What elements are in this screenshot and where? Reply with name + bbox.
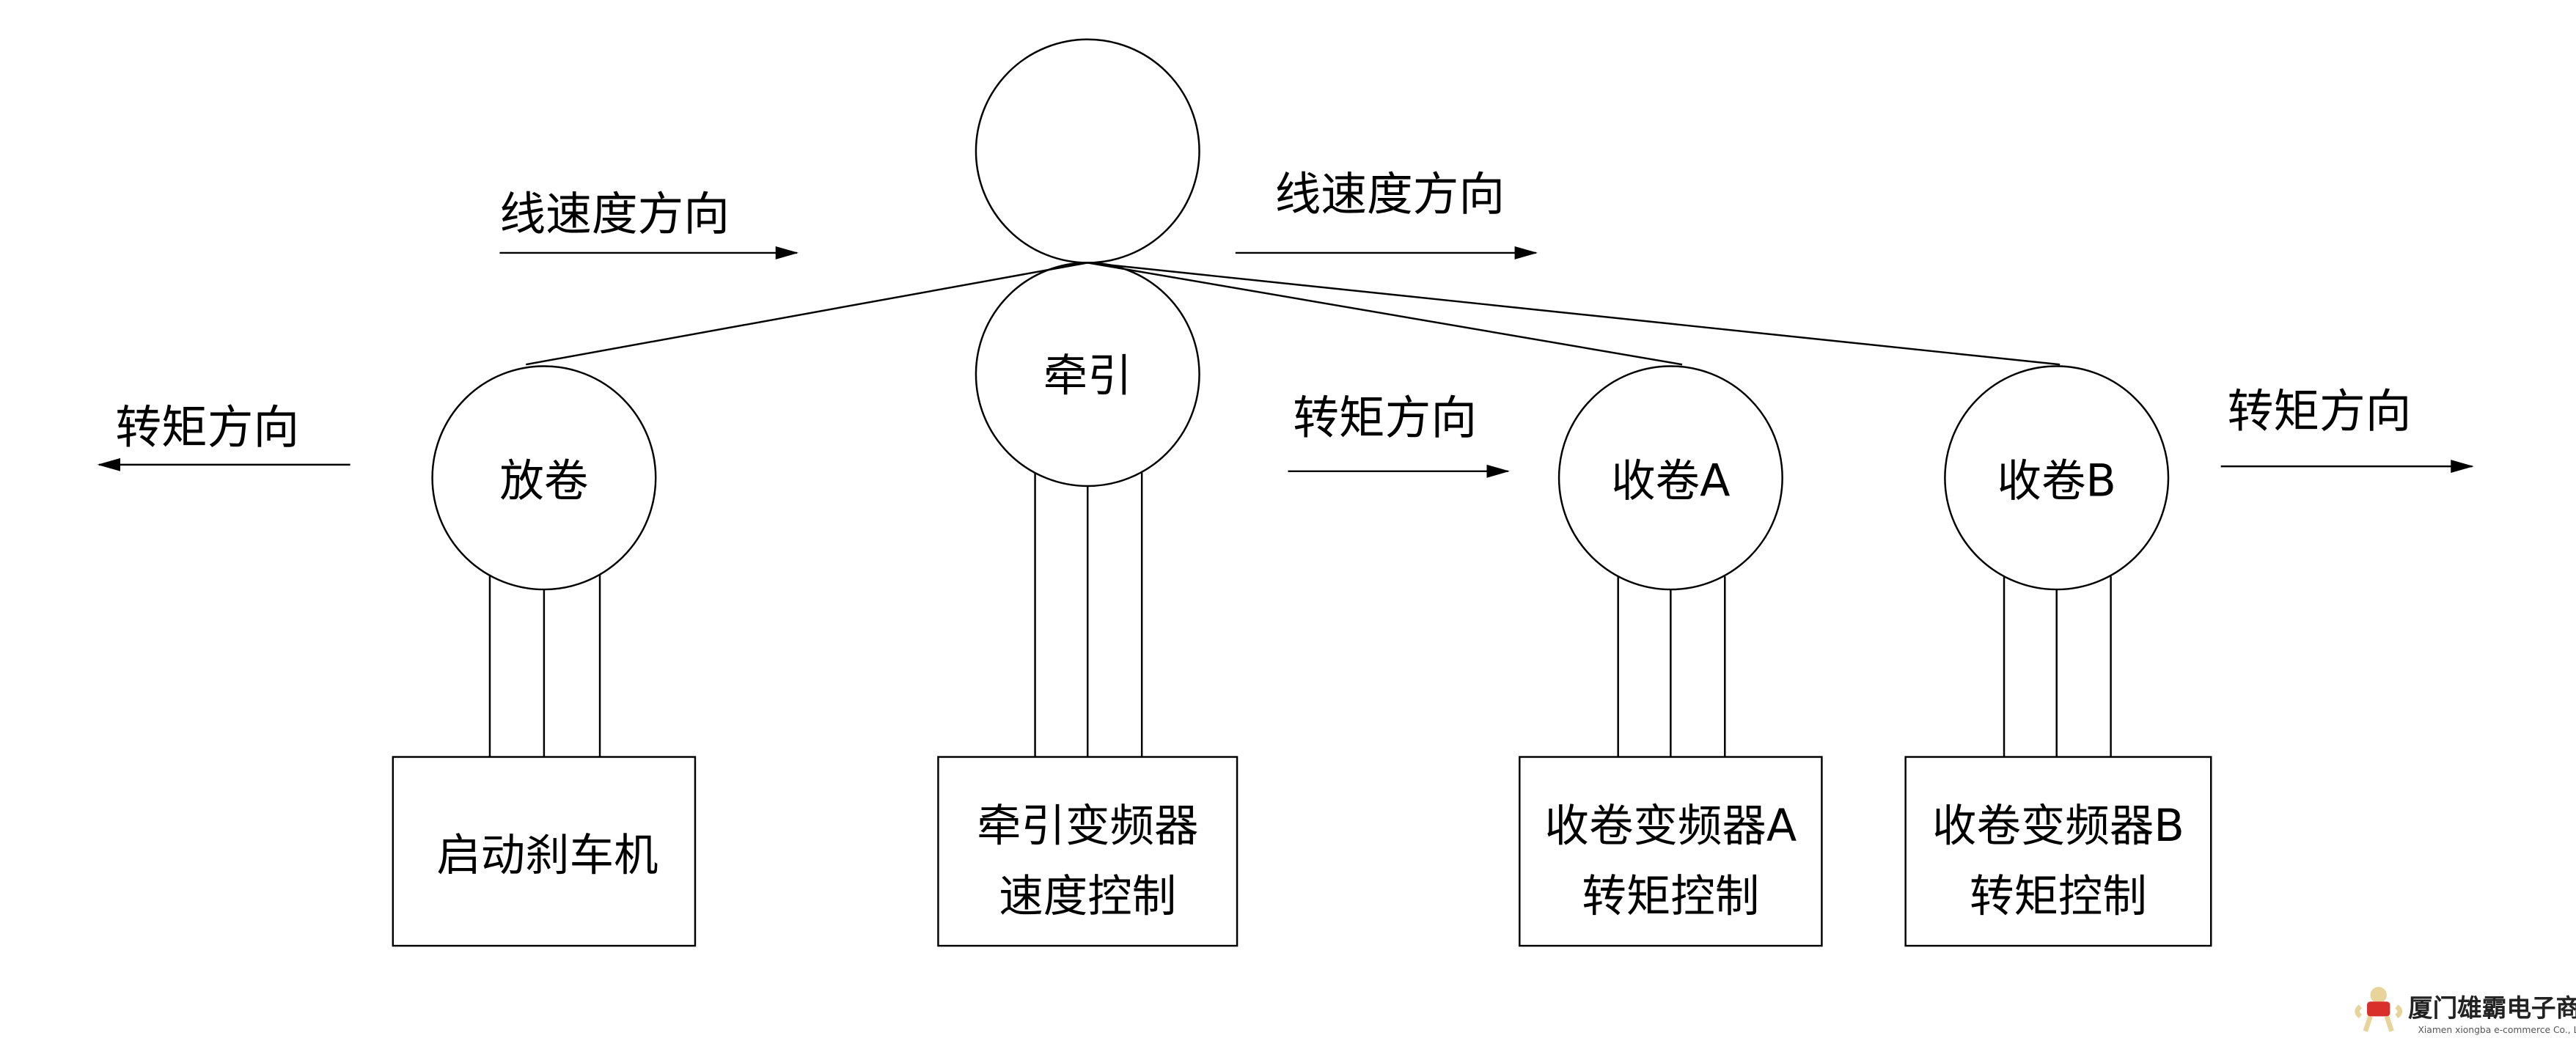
wires-winder-a — [1617, 576, 1726, 757]
roller-winder-a-label: 收卷A — [1611, 455, 1730, 507]
box-brake: 启动刹车机 — [392, 756, 697, 947]
arrow-torque-middle: 转矩方向 — [1288, 391, 1510, 478]
web-line-winder-a — [1087, 262, 1683, 366]
wires-unwind — [488, 574, 601, 757]
roller-winder-a: 收卷A — [1557, 365, 1783, 591]
web-line-winder-b — [1087, 262, 2061, 366]
torque-label-left: 转矩方向 — [115, 401, 299, 455]
bear-mascot-icon — [2355, 987, 2403, 1032]
watermark-logo: 厦门雄霸电子商务 Xiamen xiongba e-commerce Co., … — [2355, 987, 2576, 1035]
roller-traction: 牵引 — [975, 262, 1200, 488]
torque-label-middle: 转矩方向 — [1293, 391, 1477, 444]
box-traction-inverter-line1: 牵引变频器 — [977, 801, 1198, 852]
roller-unwind-label: 放卷 — [499, 455, 588, 507]
line-speed-label-left: 线速度方向 — [499, 188, 730, 241]
watermark-subtitle: Xiamen xiongba e-commerce Co., Ltd — [2418, 1025, 2576, 1035]
box-winder-a-inverter-line2: 转矩控制 — [1582, 871, 1759, 922]
roller-top — [975, 38, 1200, 264]
line-speed-label-right: 线速度方向 — [1275, 168, 1505, 221]
arrow-line-speed-left: 线速度方向 — [499, 188, 799, 260]
roller-winder-b: 收卷B — [1944, 365, 2170, 591]
torque-label-right: 转矩方向 — [2228, 384, 2412, 438]
roller-traction-label: 牵引 — [1043, 350, 1132, 402]
box-traction-inverter: 牵引变频器 速度控制 — [937, 756, 1239, 947]
box-winder-b-inverter: 收卷变频器B 转矩控制 — [1904, 756, 2212, 947]
box-brake-label: 启动刹车机 — [436, 830, 658, 881]
web-line-unwind — [526, 262, 1088, 366]
arrow-line-speed-right: 线速度方向 — [1235, 168, 1538, 260]
wires-winder-b — [2003, 576, 2112, 757]
watermark-name: 厦门雄霸电子商务 — [2408, 993, 2576, 1022]
box-traction-inverter-line2: 速度控制 — [999, 871, 1176, 922]
box-winder-b-inverter-line2: 转矩控制 — [1970, 871, 2147, 922]
wires-traction — [1034, 473, 1143, 757]
box-winder-a-inverter: 收卷变频器A 转矩控制 — [1519, 756, 1823, 947]
roller-unwind: 放卷 — [431, 365, 657, 591]
arrow-torque-right: 转矩方向 — [2220, 384, 2474, 474]
box-winder-a-inverter-line1: 收卷变频器A — [1545, 801, 1797, 852]
web-path — [526, 262, 2061, 366]
box-winder-b-inverter-line1: 收卷变频器B — [1932, 801, 2184, 852]
roller-winder-b-label: 收卷B — [1997, 455, 2116, 507]
arrow-torque-left: 转矩方向 — [97, 401, 351, 471]
